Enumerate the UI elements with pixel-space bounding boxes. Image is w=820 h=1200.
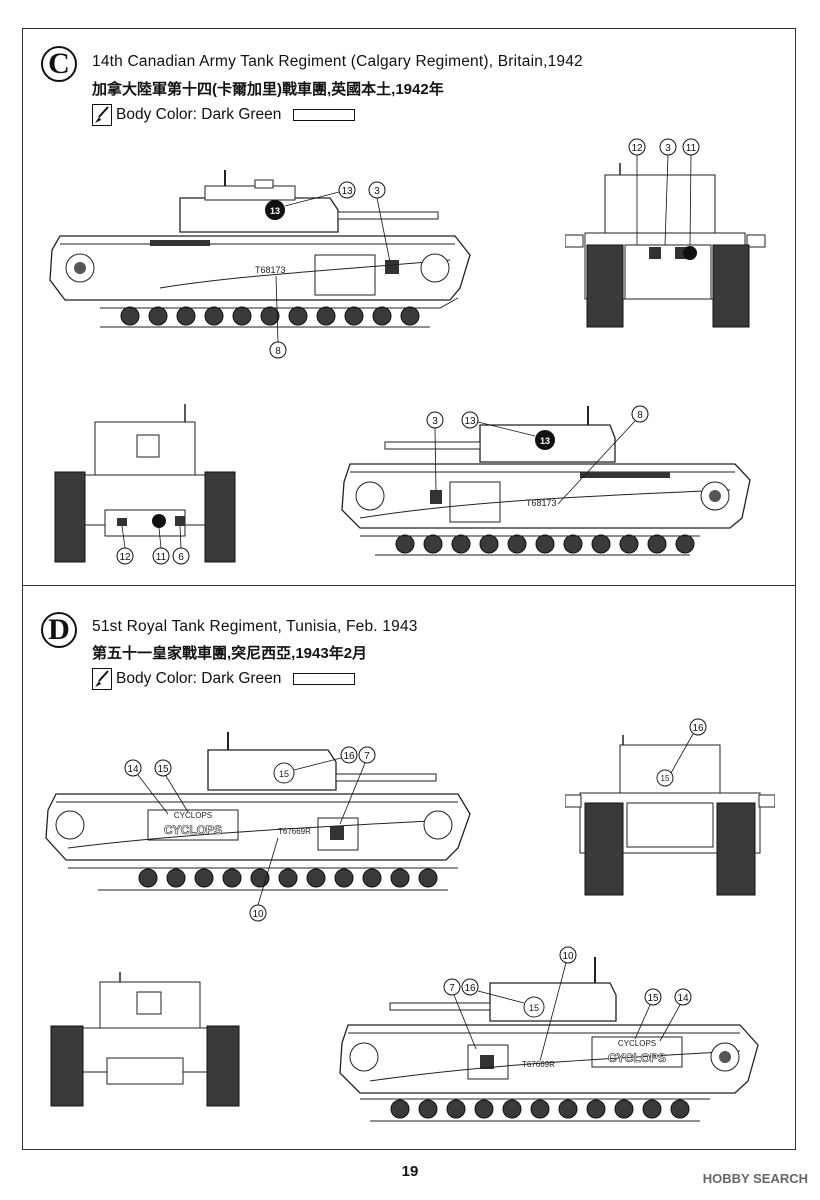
callout: 14 xyxy=(127,764,139,775)
section-c-body-color: Body Color: Dark Green xyxy=(92,104,356,126)
tactical-number: 15 xyxy=(279,769,289,779)
tank-d-left-side-view: 15 CYCLOPS CYCLOPS T67669R 14 15 16 7 10 xyxy=(38,710,488,940)
color-swatch xyxy=(293,673,356,685)
vehicle-name-small: CYCLOPS xyxy=(174,811,212,820)
callout: 10 xyxy=(252,909,264,920)
paint-brush-icon xyxy=(92,668,112,690)
callout: 16 xyxy=(692,723,704,734)
callout: 3 xyxy=(374,186,380,197)
color-swatch xyxy=(293,109,356,121)
tank-c-front-view: 12 3 11 xyxy=(564,135,770,340)
callout: 11 xyxy=(686,143,697,154)
serial-number: T67669R xyxy=(278,827,311,836)
tank-d-right-side-view: 15 CYCLOPS CYCLOPS T67669R 10 7 16 15 14 xyxy=(330,945,780,1140)
body-color-label: Body Color: Dark Green xyxy=(116,106,282,123)
callout: 15 xyxy=(647,993,659,1004)
vehicle-name-small: CYCLOPS xyxy=(618,1039,656,1048)
callout: 15 xyxy=(157,764,169,775)
callout: 10 xyxy=(562,951,574,962)
serial-number: T68173 xyxy=(255,265,286,275)
callout: 6 xyxy=(178,552,184,563)
serial-number: T67669R xyxy=(522,1060,555,1069)
callout: 11 xyxy=(156,552,167,563)
callout: 8 xyxy=(637,410,643,421)
callout: 12 xyxy=(119,552,131,563)
tank-c-rear-view: 12 11 6 xyxy=(45,400,250,580)
section-d-title-zh: 第五十一皇家戰車團,突尼西亞,1943年2月 xyxy=(92,645,368,662)
callout: 14 xyxy=(677,993,689,1004)
tactical-number: 15 xyxy=(529,1003,539,1013)
serial-number: T68173 xyxy=(526,498,557,508)
page-number: 19 xyxy=(401,1163,419,1180)
callout: 7 xyxy=(364,751,370,762)
section-badge-d: D xyxy=(41,612,77,648)
tank-c-left-side-view: 13 T68173 13 3 8 xyxy=(40,140,480,365)
tank-c-right-side-view: 13 T68173 3 13 8 xyxy=(330,400,770,575)
page-frame xyxy=(22,28,796,1150)
tank-d-rear-view xyxy=(45,970,245,1115)
vehicle-name-large: CYCLOPS xyxy=(608,1051,666,1065)
section-d-body-color: Body Color: Dark Green xyxy=(92,668,356,690)
section-badge-c: C xyxy=(41,46,77,82)
body-color-label: Body Color: Dark Green xyxy=(116,670,282,687)
section-c-title-zh: 加拿大陸軍第十四(卡爾加里)戰車團,英國本土,1942年 xyxy=(92,81,444,98)
paint-brush-icon xyxy=(92,104,112,126)
callout: 13 xyxy=(464,416,476,427)
section-divider xyxy=(22,585,796,586)
tank-d-front-view: 15 16 xyxy=(564,715,776,905)
watermark: HOBBY SEARCH xyxy=(702,1171,808,1186)
callout: 7 xyxy=(449,983,455,994)
callout: 13 xyxy=(341,186,353,197)
callout: 12 xyxy=(631,143,643,154)
section-d-title-en: 51st Royal Tank Regiment, Tunisia, Feb. … xyxy=(92,618,418,635)
vehicle-name-large: CYCLOPS xyxy=(164,823,222,837)
callout: 3 xyxy=(665,143,671,154)
tactical-number: 15 xyxy=(661,774,670,783)
tactical-number: 13 xyxy=(270,206,280,216)
section-c-title-en: 14th Canadian Army Tank Regiment (Calgar… xyxy=(92,53,583,70)
tactical-number: 13 xyxy=(540,436,550,446)
callout: 8 xyxy=(275,346,281,357)
callout: 16 xyxy=(464,983,476,994)
callout: 16 xyxy=(343,751,355,762)
callout: 3 xyxy=(432,416,438,427)
